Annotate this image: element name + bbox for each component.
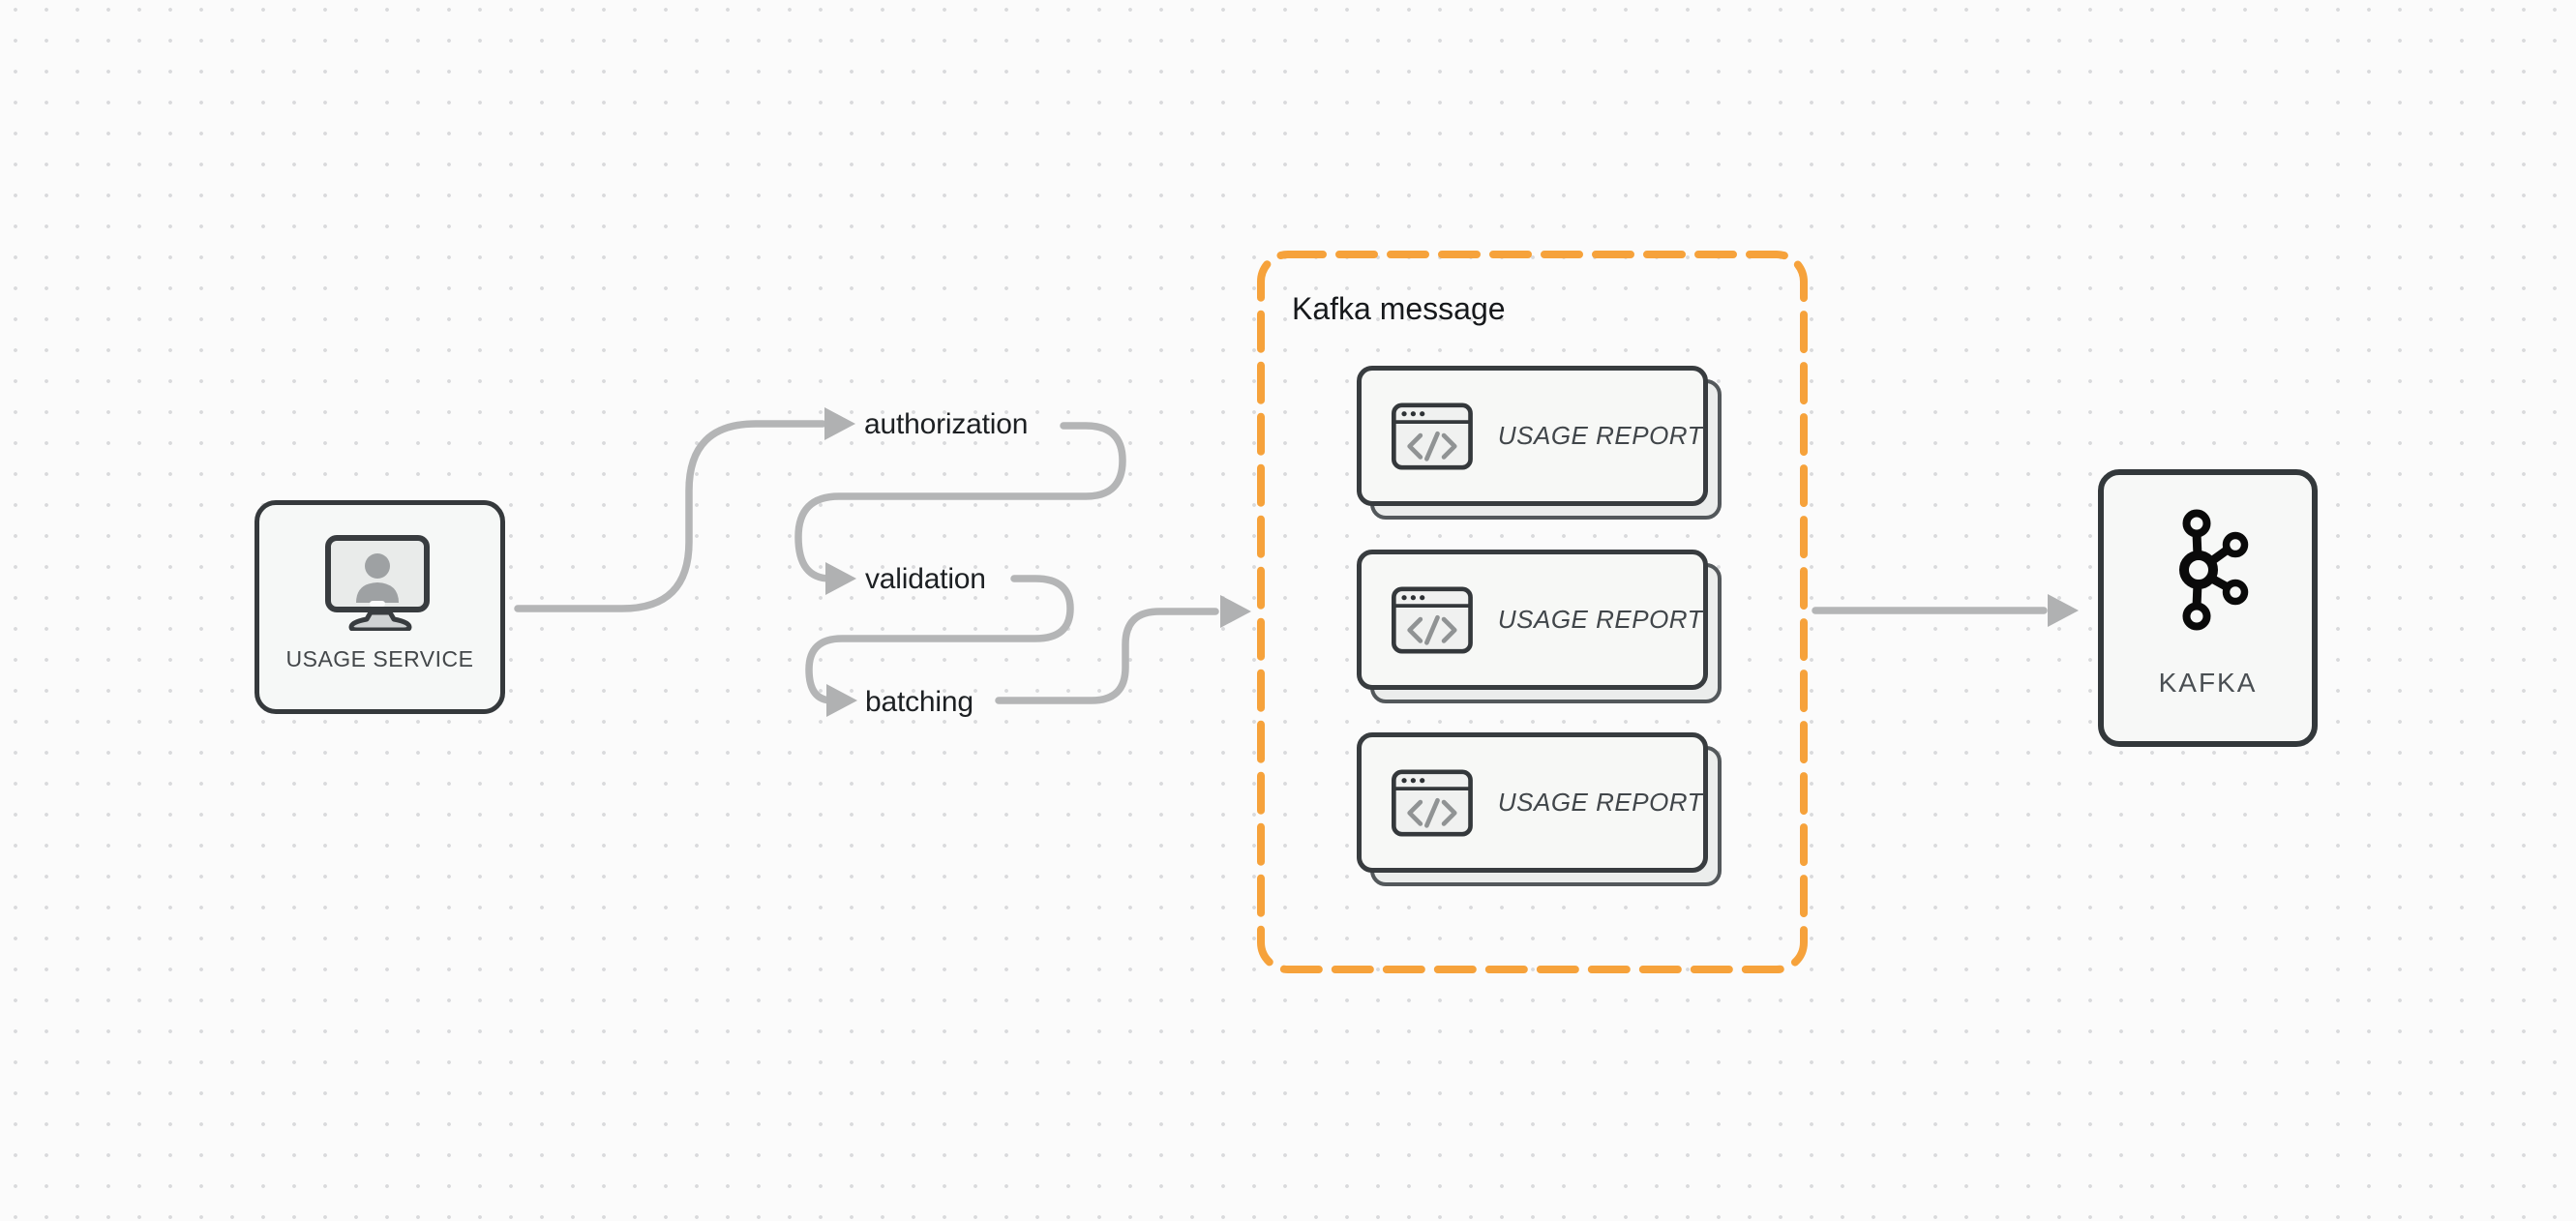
code-window-icon: [1392, 586, 1473, 653]
connector-usage-to-authorization: [514, 420, 826, 612]
code-window-icon: [1392, 769, 1473, 836]
arrowhead-into-kafka: [2048, 594, 2079, 627]
arrowhead-into-group: [1220, 595, 1251, 628]
usage-report-label: USAGE REPORT: [1497, 788, 1703, 817]
arrowhead-batching: [826, 684, 857, 717]
code-window-icon: [1392, 402, 1473, 469]
connector-authorization-to-validation: [794, 422, 1126, 582]
connector-validation-to-batching: [805, 575, 1074, 704]
usage-service-node: USAGE SERVICE: [255, 500, 505, 714]
usage-report-label: USAGE REPORT: [1497, 421, 1703, 450]
kafka-logo-icon: [2178, 509, 2248, 631]
kafka-label: KAFKA: [2158, 668, 2258, 698]
usage-report-card: USAGE REPORT: [1357, 366, 1722, 520]
kafka-node: KAFKA: [2098, 469, 2318, 747]
usage-report-card: USAGE REPORT: [1357, 732, 1722, 886]
kafka-message-group-title: Kafka message: [1292, 291, 1506, 326]
arrowhead-authorization: [824, 407, 855, 440]
usage-service-label: USAGE SERVICE: [285, 646, 474, 671]
connector-batching-to-group: [995, 608, 1219, 704]
arrowhead-validation: [825, 562, 856, 595]
monitor-user-icon: [324, 535, 430, 631]
kafka-message-group: Kafka message USAGE REPORT: [1261, 254, 1804, 969]
flow-step-validation: validation: [865, 563, 986, 595]
flow-step-authorization: authorization: [864, 408, 1029, 440]
flow-step-batching: batching: [865, 686, 973, 718]
usage-report-label: USAGE REPORT: [1497, 605, 1703, 634]
usage-report-card: USAGE REPORT: [1357, 550, 1722, 703]
